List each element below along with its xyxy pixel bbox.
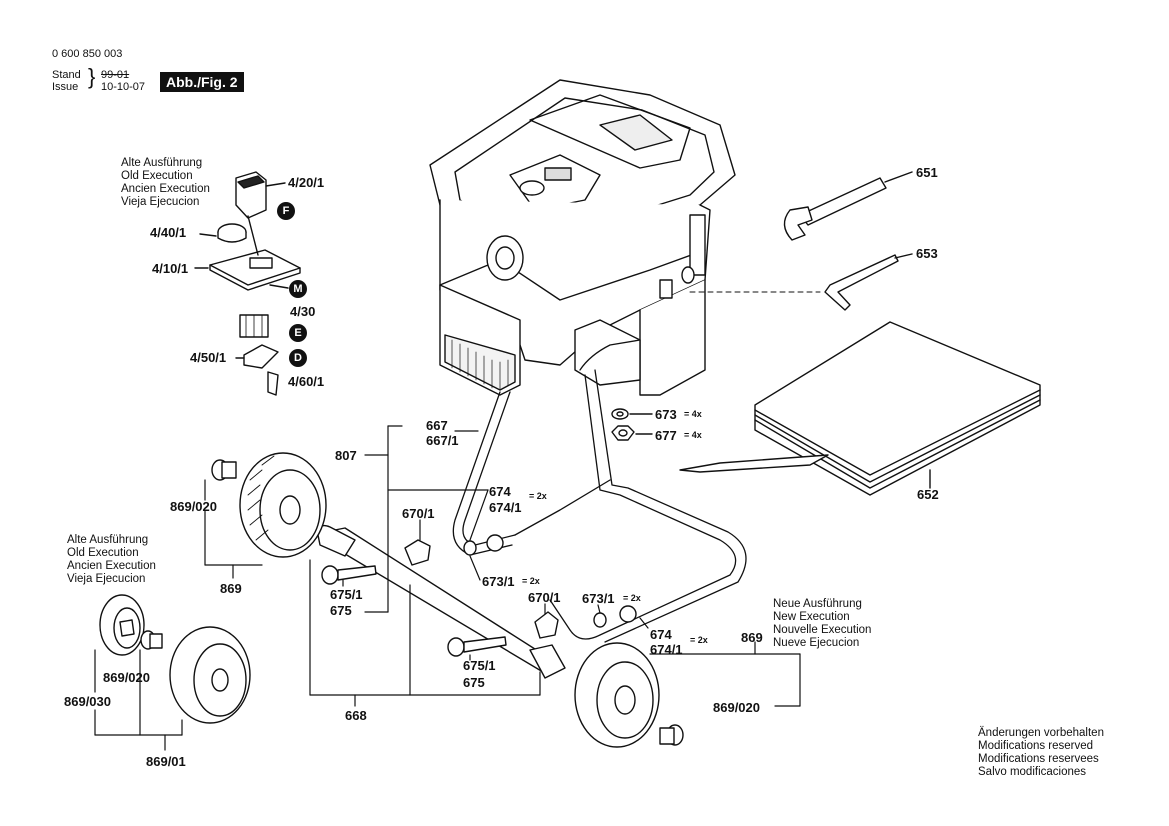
wheel-869-01: [140, 626, 251, 724]
old-execution-note: Alte Ausführung Old Execution Ancien Exe…: [67, 534, 156, 585]
issue-label: Issue: [52, 81, 79, 93]
figure-label: Abb./Fig. 2: [160, 72, 244, 92]
part-label: 670/1: [528, 590, 561, 605]
part-label: 869/020: [103, 670, 150, 685]
part-label: 675: [330, 603, 352, 618]
part-label: 673: [655, 407, 677, 422]
part-label: 869: [220, 581, 242, 596]
doc-number: 0 600 850 003: [52, 48, 123, 60]
part-label: 673/1: [482, 574, 515, 589]
hubcap-869-030: [99, 594, 145, 656]
part-label: 652: [917, 487, 939, 502]
part-label: 675/1: [463, 658, 496, 673]
part-label: 667/1: [426, 433, 459, 448]
part-label: 4/60/1: [288, 374, 325, 389]
hex-key-653: [824, 253, 913, 311]
wrench-651: [783, 171, 913, 241]
part-label: 673/1: [582, 591, 615, 606]
part-label: 869/020: [170, 499, 217, 514]
washer-673: [611, 408, 653, 420]
badge-e: E: [289, 324, 307, 342]
part-label: 674/1: [650, 642, 683, 657]
part-label: 668: [345, 708, 367, 723]
part-label: 869/020: [713, 700, 760, 715]
stand-value: 99-01: [101, 69, 130, 81]
part-label: 670/1: [402, 506, 435, 521]
nut-677: [611, 425, 653, 441]
bracket-670-1: [404, 539, 559, 639]
part-label: 674/1: [489, 500, 522, 515]
badge-d: D: [289, 349, 307, 367]
quantity: = 2x: [623, 593, 641, 603]
quantity: = 4x: [684, 430, 702, 440]
old-execution-note: Alte Ausführung Old Execution Ancien Exe…: [121, 157, 210, 208]
part-label: 653: [916, 246, 938, 261]
part-label: 869/030: [64, 694, 111, 709]
quantity: = 4x: [684, 409, 702, 419]
wheel-869-right: [574, 642, 684, 748]
part-label: 667: [426, 418, 448, 433]
badge-m: M: [289, 280, 307, 298]
switch-assembly: [194, 171, 301, 396]
part-label: 4/20/1: [288, 175, 325, 190]
part-label: 4/10/1: [152, 261, 189, 276]
part-label: 869: [741, 630, 763, 645]
collection-bag-652: [679, 321, 1041, 496]
part-label: 4/50/1: [190, 350, 227, 365]
shredder-housing: [429, 79, 821, 396]
quantity: = 2x: [690, 635, 708, 645]
brace: }: [88, 64, 96, 89]
part-label: 674: [489, 484, 511, 499]
leader-lines: [94, 425, 801, 751]
quantity: = 2x: [529, 491, 547, 501]
stand-label: Stand: [52, 69, 81, 81]
quantity: = 2x: [522, 576, 540, 586]
washer-nut-674: [463, 534, 637, 628]
part-label: 4/30: [290, 304, 316, 319]
part-label: 674: [650, 627, 672, 642]
part-label: 807: [335, 448, 357, 463]
bolt-675: [321, 565, 507, 657]
part-label: 869/01: [146, 754, 186, 769]
part-label: 677: [655, 428, 677, 443]
part-label: 651: [916, 165, 938, 180]
part-label: 675/1: [330, 587, 363, 602]
badge-f: F: [277, 202, 295, 220]
wheel-869-left: [211, 452, 327, 558]
issue-value: 10-10-07: [101, 81, 146, 93]
modifications-note: Änderungen vorbehalten Modifications res…: [978, 727, 1104, 778]
part-label: 675: [463, 675, 485, 690]
part-label: 4/40/1: [150, 225, 187, 240]
new-execution-note: Neue Ausführung New Execution Nouvelle E…: [773, 598, 872, 649]
